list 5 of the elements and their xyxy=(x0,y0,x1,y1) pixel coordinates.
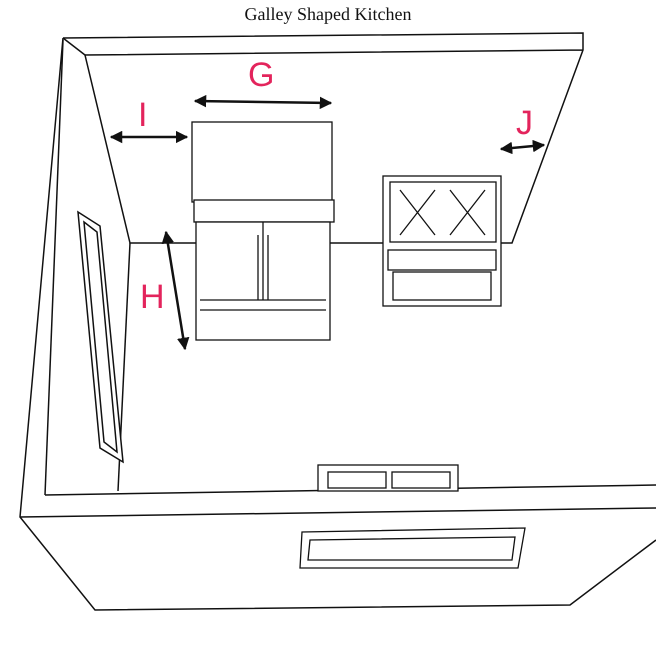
diagram-title: Galley Shaped Kitchen xyxy=(244,4,412,24)
dimension-label: I xyxy=(138,98,148,132)
dimension-label: H xyxy=(140,280,165,314)
dimension-label: G xyxy=(248,58,274,92)
dimension-label: J xyxy=(516,106,533,140)
